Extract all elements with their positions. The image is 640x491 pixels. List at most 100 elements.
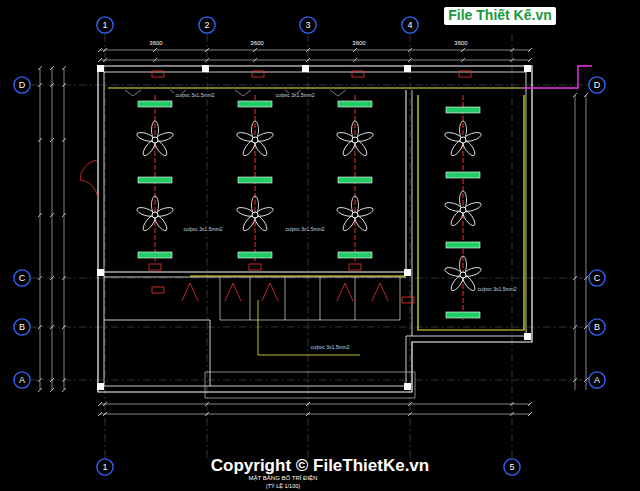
dimension-tick — [50, 378, 54, 382]
dimension-tick — [50, 138, 54, 142]
dimension: 3600 — [148, 40, 163, 47]
dimension-tick — [38, 276, 42, 280]
dimension-tick — [38, 378, 42, 382]
dimension-tick — [253, 48, 257, 52]
dimension-tick — [528, 58, 532, 62]
wire — [258, 300, 360, 355]
wall — [355, 277, 356, 320]
grid-bubble: 3 — [299, 16, 317, 34]
axis-label: D — [19, 81, 26, 90]
wire — [108, 87, 524, 88]
ceiling-fan — [444, 191, 482, 227]
dimension-tick — [153, 48, 157, 52]
cable-label: cu/pvc 3x1.5mm2 — [274, 93, 315, 99]
dimension-tick — [510, 412, 514, 416]
column — [97, 65, 104, 72]
grid-bubble: B — [588, 318, 606, 336]
dimension-tick — [38, 66, 42, 70]
switch-symbol — [330, 90, 346, 96]
dimension-tick — [50, 325, 54, 329]
wire — [190, 275, 406, 276]
axis-label: 1 — [102, 21, 107, 30]
fluorescent-lamp — [446, 172, 480, 178]
dimension-tick — [573, 93, 577, 97]
dimension-tick — [573, 276, 577, 280]
dimension-tick — [573, 378, 577, 382]
grid-bubble: A — [588, 371, 606, 389]
dimension-tick — [38, 213, 42, 217]
dimension-tick — [584, 93, 588, 97]
dimension-tick — [62, 213, 66, 217]
fluorescent-lamp — [238, 177, 272, 183]
grid-axis — [31, 380, 589, 381]
dimension-tick — [408, 58, 412, 62]
dimension-tick — [38, 83, 42, 87]
wall — [412, 90, 413, 336]
dimension-tick — [528, 402, 532, 406]
column — [202, 65, 209, 72]
axis-label: A — [594, 376, 600, 385]
dimension-tick — [461, 48, 465, 52]
dimension-tick — [353, 58, 357, 62]
ceiling-fan — [236, 196, 274, 232]
fluorescent-lamp — [446, 312, 480, 318]
circuit-tag — [459, 71, 471, 77]
grid-bubble: C — [13, 269, 31, 287]
circuit-tag — [252, 71, 264, 77]
door-swing — [80, 160, 98, 180]
scale-note: (TỶ LỆ 1/100) — [265, 483, 301, 489]
fluorescent-lamp — [338, 252, 372, 258]
dimension-tick — [584, 325, 588, 329]
column — [524, 65, 531, 72]
dimension-tick — [98, 412, 102, 416]
axis-label: A — [19, 376, 25, 385]
wall — [104, 277, 406, 278]
dimension-tick — [103, 58, 107, 62]
grid-axis — [410, 34, 411, 458]
dimension-tick — [50, 276, 54, 280]
ceiling-fan — [336, 121, 374, 157]
column — [404, 269, 411, 276]
dimension-tick — [306, 402, 310, 406]
grid-axis — [31, 85, 589, 86]
grid-bubble: D — [588, 76, 606, 94]
axis-label: 4 — [407, 21, 412, 30]
dimension: 3600 — [453, 40, 468, 47]
wall — [250, 277, 251, 320]
dimension-tick — [62, 83, 66, 87]
dimension-tick — [98, 402, 102, 406]
dimension-line — [100, 60, 530, 61]
cable-label: cu/pvc 3x1.5mm2 — [182, 227, 223, 233]
dimension-tick — [205, 58, 209, 62]
door-swing — [182, 283, 198, 301]
dimension-line — [100, 414, 530, 415]
dimension-tick — [253, 58, 257, 62]
grid-axis — [31, 327, 589, 328]
wall — [104, 320, 210, 386]
ceiling-fan — [236, 121, 274, 157]
door-swing — [225, 283, 241, 301]
fluorescent-lamp — [238, 101, 272, 107]
circuit-tag — [152, 71, 164, 77]
fluorescent-lamp — [138, 252, 172, 258]
circuit-tag — [249, 264, 261, 270]
grid-bubble: 1 — [96, 16, 114, 34]
ceiling-fan — [444, 121, 482, 157]
wall — [104, 72, 526, 386]
column — [302, 65, 309, 72]
grid-bubble: D — [13, 76, 31, 94]
wall — [320, 277, 321, 320]
dimension-tick — [584, 276, 588, 280]
column — [404, 383, 411, 390]
dimension-tick — [50, 388, 54, 392]
switch-symbol — [125, 90, 141, 96]
wall — [98, 66, 532, 392]
column — [404, 65, 411, 72]
watermark: Copyright © FileThietKe.vn — [210, 457, 430, 476]
dimension-tick — [408, 402, 412, 406]
circuit-tag — [349, 264, 361, 270]
fluorescent-lamp — [338, 177, 372, 183]
wire — [418, 95, 524, 330]
dimension: 3600 — [249, 40, 264, 47]
